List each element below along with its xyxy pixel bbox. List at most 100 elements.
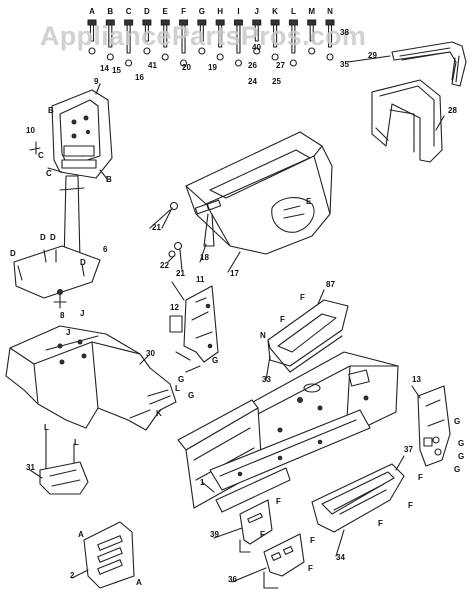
part-21-22-fasteners <box>161 201 183 271</box>
part-2-front-plate <box>83 521 135 589</box>
hardware-bolt-head-k <box>270 19 280 26</box>
part-29-trim-strip <box>391 41 467 87</box>
callout-cD1: D <box>40 233 46 242</box>
hardware-bolt-shank-c <box>126 24 131 54</box>
callout-c6: 6 <box>103 245 108 254</box>
hardware-bolt-head-a <box>87 19 97 26</box>
callout-cG6: G <box>458 452 464 461</box>
hardware-bolt-shank-b <box>108 24 113 48</box>
hardware-nut-n <box>326 53 334 61</box>
hardware-bolt-head-i <box>233 19 243 26</box>
hardware-bolt-shank-g <box>199 24 204 42</box>
part-30-dash-shroud <box>5 325 177 431</box>
callout-c28: 28 <box>448 106 457 115</box>
callout-cF6: F <box>276 497 281 506</box>
callout-cD2: D <box>50 233 56 242</box>
callout-cG1: G <box>212 356 218 365</box>
hardware-letter-h: H <box>217 7 223 16</box>
hardware-bolt-shank-i <box>236 24 241 54</box>
hardware-bolt-shank-l <box>291 24 296 54</box>
callout-cA2: A <box>136 578 142 587</box>
callout-cF7: F <box>260 530 265 539</box>
callout-cK1: K <box>156 409 162 418</box>
callout-c35: 35 <box>340 60 349 69</box>
hardware-nut-d <box>143 47 151 55</box>
callout-cF2: F <box>280 315 285 324</box>
hardware-letter-i: I <box>237 7 239 16</box>
callout-c21a: 21 <box>152 223 161 232</box>
callout-c38: 38 <box>340 28 349 37</box>
callout-cB1: B <box>48 106 54 115</box>
hardware-bolt-shank-j <box>254 24 259 42</box>
callout-cA1: A <box>78 530 84 539</box>
hardware-bolt-head-f <box>179 19 189 26</box>
callout-c36: 36 <box>228 575 237 584</box>
part-34-footrest-plate <box>311 463 405 533</box>
hardware-nut-c <box>125 59 133 67</box>
hardware-bolt-shank-d <box>144 24 149 42</box>
callout-c27: 27 <box>276 61 285 70</box>
leader-lines <box>29 55 445 583</box>
hardware-letter-m: M <box>308 7 315 16</box>
hardware-letter-j: J <box>255 7 259 16</box>
callout-c30: 30 <box>146 349 155 358</box>
callout-c31: 31 <box>26 463 35 472</box>
hardware-nut-e <box>161 53 169 61</box>
hardware-bolt-shank-k <box>273 24 278 48</box>
part-9-dash-panel <box>29 89 113 181</box>
callout-cF1: F <box>300 293 305 302</box>
callout-c39: 39 <box>210 530 219 539</box>
callout-cG7: G <box>454 465 460 474</box>
callout-c25: 25 <box>272 77 281 86</box>
hardware-bolt-head-g <box>197 19 207 26</box>
callout-c10: 10 <box>26 126 35 135</box>
callout-c26: 26 <box>248 61 257 70</box>
callout-c34: 34 <box>336 553 345 562</box>
hardware-bolt-shank-a <box>89 24 95 42</box>
hardware-letter-a: A <box>89 7 95 16</box>
callout-c15: 15 <box>112 66 121 75</box>
hardware-bolt-shank-n <box>327 24 333 48</box>
callout-cF3: F <box>418 473 423 482</box>
hardware-letter-d: D <box>144 7 150 16</box>
part-87-seat-deck <box>267 299 349 373</box>
hardware-bolt-head-d <box>142 19 152 26</box>
hardware-nut-m <box>308 47 316 55</box>
callout-cB2: B <box>106 175 112 184</box>
callout-c12: 12 <box>170 303 179 312</box>
part-31-lower-bracket <box>39 429 89 495</box>
hardware-bolt-head-j <box>252 19 262 26</box>
hardware-nut-f <box>179 59 188 67</box>
hardware-bolt-head-l <box>288 19 298 26</box>
hardware-nut-b <box>106 53 114 61</box>
hardware-bolt-head-e <box>160 19 170 26</box>
part-13-right-bracket <box>417 385 451 467</box>
callout-cJ1: J <box>80 309 84 318</box>
hardware-nut-i <box>234 59 243 67</box>
hardware-nut-j <box>253 47 261 55</box>
callout-cF5: F <box>378 519 383 528</box>
hardware-nut-a <box>88 47 96 55</box>
callout-cG3: G <box>188 391 194 400</box>
hardware-bolt-shank-e <box>163 24 168 48</box>
hardware-letter-l: L <box>291 7 296 16</box>
hardware-nut-k <box>271 53 279 61</box>
callout-cG2: G <box>178 375 184 384</box>
callout-c22: 22 <box>160 261 169 270</box>
callout-c41: 41 <box>148 61 157 70</box>
callout-c40: 40 <box>252 43 261 52</box>
hardware-bolt-head-b <box>105 19 115 26</box>
callout-cN: N <box>260 331 266 340</box>
part-36-bracket <box>263 533 305 589</box>
hardware-bolt-shank-f <box>181 24 186 54</box>
callout-cE: E <box>306 197 312 206</box>
callout-c33: 33 <box>262 375 271 384</box>
callout-c8: 8 <box>60 311 65 320</box>
callout-c19: 19 <box>208 63 217 72</box>
callout-cL3: L <box>74 438 79 447</box>
callout-c9: 9 <box>94 77 99 86</box>
hardware-letter-e: E <box>163 7 169 16</box>
